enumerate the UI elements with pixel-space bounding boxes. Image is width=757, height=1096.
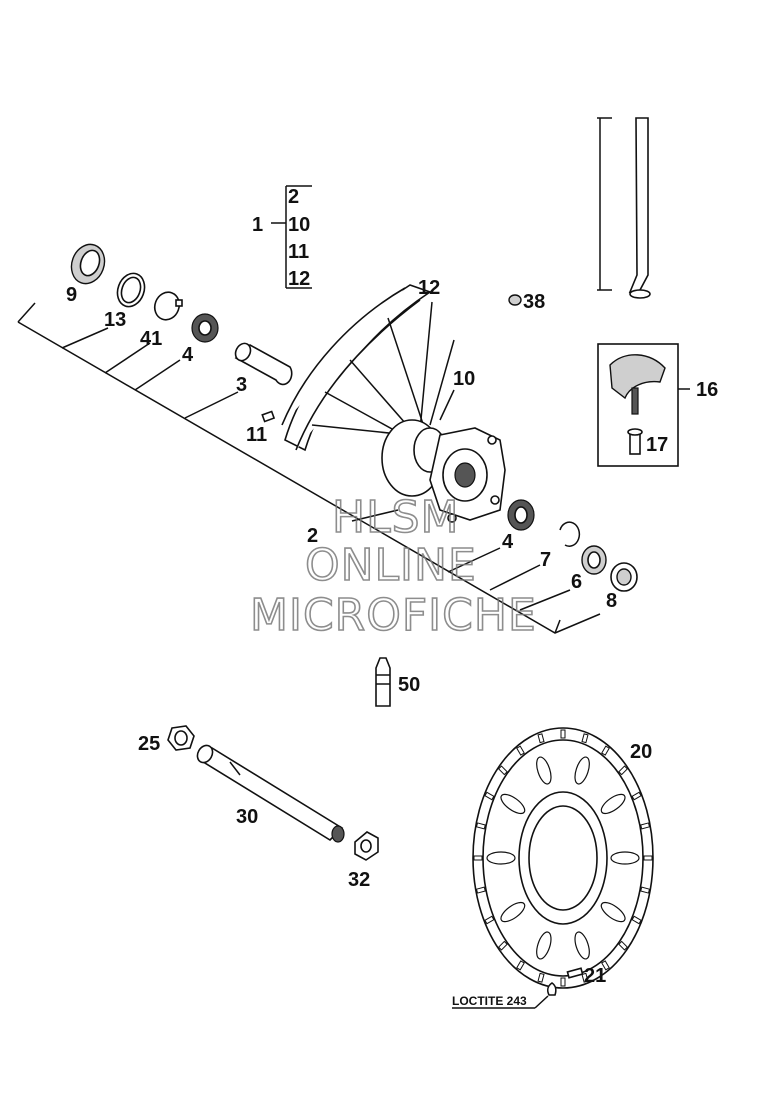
callout-25: 25 <box>138 733 160 755</box>
callout-50: 50 <box>398 674 420 696</box>
part-32-nut <box>354 831 379 861</box>
disc-edge-slot <box>601 745 610 756</box>
part-9-seal <box>70 243 106 285</box>
part-4-bearing <box>191 313 219 343</box>
wheel-assembly <box>281 284 506 523</box>
callout-4-left: 4 <box>182 344 194 366</box>
disc-edge-slot <box>601 960 610 971</box>
disc-edge-slot <box>643 855 653 861</box>
disc-edge-slot <box>581 733 589 744</box>
group-item-2: 2 <box>288 186 299 208</box>
callout-38: 38 <box>523 291 545 313</box>
callout-17: 17 <box>646 434 668 456</box>
part-41-clip <box>153 291 183 321</box>
callout-11: 11 <box>246 424 267 446</box>
disc-edge-slot <box>497 765 508 776</box>
disc-edge-slot <box>640 886 651 894</box>
disc-edge-slot <box>631 915 642 925</box>
disc-inner-cutout <box>600 793 626 815</box>
callout-7: 7 <box>540 549 551 571</box>
disc-edge-slot <box>560 977 566 987</box>
disc-edge-slot <box>640 822 651 830</box>
disc-edge-slot <box>473 855 483 861</box>
callout-3: 3 <box>236 374 247 396</box>
callout-41: 41 <box>140 328 162 350</box>
disc-edge-slot <box>475 822 486 830</box>
disc-edge-slot <box>497 940 508 951</box>
part-20-brake-disc <box>472 727 654 989</box>
callout-1: 1 <box>252 214 263 236</box>
disc-inner-cutout <box>536 931 552 960</box>
disc-edge-slot <box>581 972 589 983</box>
watermark-line-1: HLSM <box>332 492 460 543</box>
disc-inner-cutout <box>574 931 590 960</box>
callout-21: 21 <box>584 965 606 987</box>
disc-slots <box>473 729 653 987</box>
part-38-plug <box>508 294 522 306</box>
callout-20: 20 <box>630 741 652 763</box>
callout-13: 13 <box>104 309 126 331</box>
disc-inner-cutout <box>610 851 640 865</box>
group-item-11: 11 <box>288 241 309 263</box>
group-item-12: 12 <box>288 268 310 290</box>
group-bracket: 1 2 10 11 12 <box>252 185 312 290</box>
callout-30: 30 <box>236 806 258 828</box>
disc-edge-slot <box>484 791 495 801</box>
callout-12: 12 <box>418 277 440 299</box>
part-21-screw <box>566 967 584 979</box>
disc-inner-cutout <box>500 793 526 815</box>
watermark-line-3: MICROFICHE <box>250 590 537 641</box>
part-13-ring <box>116 272 146 308</box>
callout-16: 16 <box>696 379 718 401</box>
callout-9: 9 <box>66 284 77 306</box>
disc-inner-cutout <box>536 756 552 785</box>
part-50-grease <box>375 657 391 707</box>
part-16-17-box <box>597 343 690 467</box>
loctite-drop <box>452 982 557 1009</box>
watermark-line-2: ONLINE <box>305 540 477 591</box>
disc-edge-slot <box>560 729 566 739</box>
callout-4-right: 4 <box>502 531 514 553</box>
disc-edge-slot <box>537 733 545 744</box>
callout-32: 32 <box>348 869 370 891</box>
callout-8: 8 <box>606 590 617 612</box>
callout-6: 6 <box>571 571 582 593</box>
part-7-circlip <box>559 521 581 547</box>
group-item-10: 10 <box>288 214 310 236</box>
part-25-nut <box>167 725 195 751</box>
part-30-axle <box>196 744 345 843</box>
disc-inner-cutout <box>500 901 526 923</box>
part-11-spoke-nipple <box>261 410 276 423</box>
disc-edge-slot <box>516 745 525 756</box>
part-10-spoke-long <box>597 117 651 299</box>
disc-edge-slot <box>618 765 629 776</box>
leader-lines <box>17 302 601 634</box>
part-4-bearing-right <box>507 499 535 531</box>
disc-edge-slot <box>631 791 642 801</box>
disc-inner-cutout <box>600 901 626 923</box>
disc-inner-cutout <box>574 756 590 785</box>
part-8-spacer <box>610 562 638 592</box>
disc-edge-slot <box>618 940 629 951</box>
disc-inner-cutout <box>486 851 516 865</box>
disc-edge-slot <box>484 915 495 925</box>
disc-edge-slot <box>516 960 525 971</box>
callout-10: 10 <box>453 368 475 390</box>
disc-edge-slot <box>475 886 486 894</box>
part-6-seal <box>581 545 607 575</box>
watermark: HLSM ONLINE MICROFICHE <box>249 491 537 642</box>
callout-2: 2 <box>307 525 318 547</box>
disc-edge-slot <box>537 972 545 983</box>
loctite-note: LOCTITE 243 <box>452 994 527 1008</box>
part-3-spacer <box>234 342 293 386</box>
